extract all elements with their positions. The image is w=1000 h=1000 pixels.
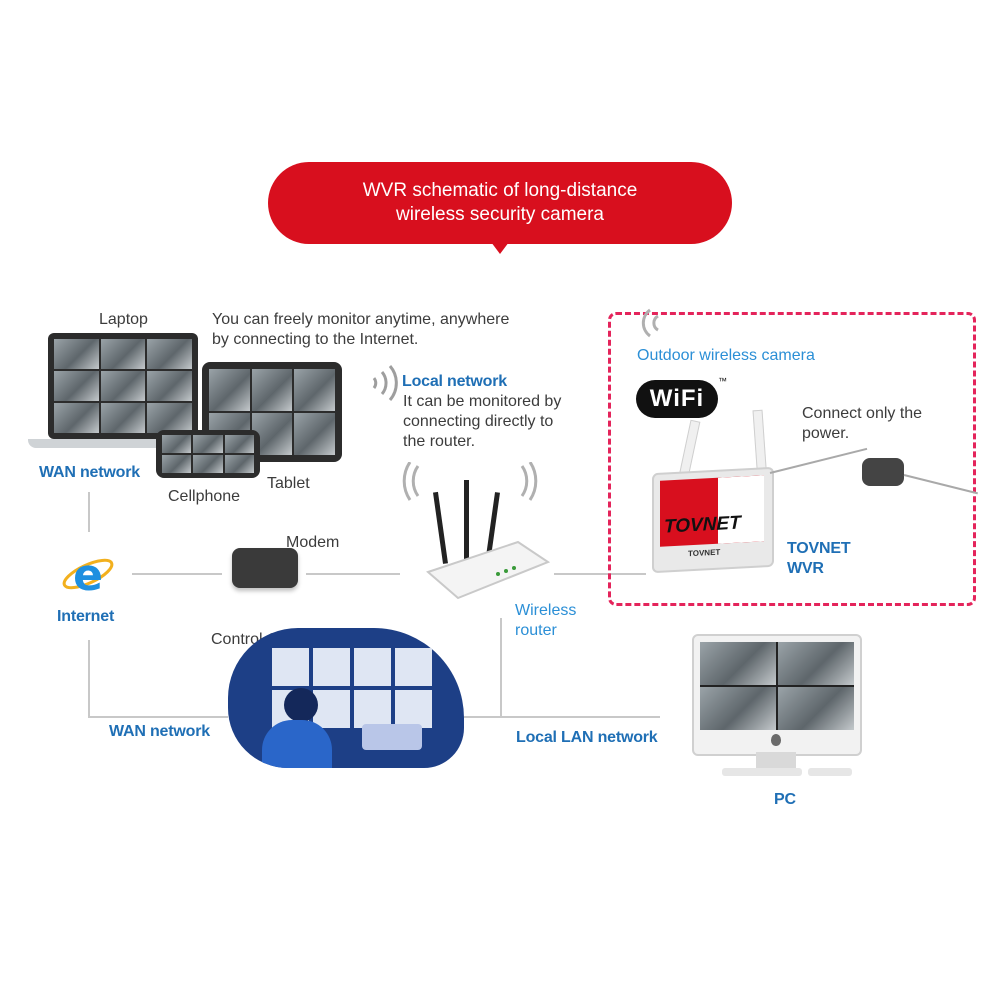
pc-keyboard [722, 768, 802, 776]
connect-power-text: Connect only the power. [802, 405, 923, 442]
apple-logo-icon [771, 734, 781, 746]
modem-label: Modem [286, 534, 340, 551]
laptop-base [28, 439, 218, 448]
wan-network-label-bottom: WAN network [109, 723, 210, 740]
connector-internet-down [88, 640, 90, 718]
connector-modem-router [306, 573, 400, 575]
connector-wan-control [88, 716, 228, 718]
monitor-anywhere-text: You can freely monitor anytime, anywhere… [212, 311, 510, 348]
pc-mouse [808, 768, 852, 776]
wireless-router-label: Wireless router [515, 602, 577, 639]
pc-monitor [692, 634, 862, 756]
pc-label: PC [774, 791, 796, 808]
tovnet-wvr-label: TOVNET WVR [787, 540, 851, 577]
title-line-1: WVR schematic of long-distance [362, 180, 638, 201]
outdoor-camera-group [608, 312, 976, 606]
connector-control-lan [460, 716, 660, 718]
cellphone-device [156, 430, 260, 478]
power-adapter [862, 458, 904, 486]
wvr-device: TOVNET TOVNET [652, 466, 774, 574]
connector-router-wvr [554, 573, 646, 575]
svg-text:e: e [73, 550, 103, 600]
cellphone-label: Cellphone [168, 488, 241, 505]
local-lan-network-label: Local LAN network [516, 729, 658, 746]
internet-label: Internet [57, 608, 115, 625]
wifi-signal-icon [641, 308, 659, 338]
outdoor-camera-label: Outdoor wireless camera [637, 347, 815, 364]
laptop-screen [48, 333, 198, 439]
laptop-label: Laptop [99, 311, 148, 328]
local-network-label: Local network [402, 373, 507, 390]
control-center-illustration [228, 628, 464, 768]
wifi-logo: WiFi ™ [636, 376, 727, 418]
tablet-label: Tablet [267, 475, 310, 492]
modem-device [232, 548, 298, 588]
wan-network-label-top: WAN network [39, 464, 140, 481]
wireless-router-device [402, 462, 551, 600]
pc-stand [756, 752, 796, 772]
internet-explorer-icon: e [62, 550, 114, 600]
connector-router-down [500, 618, 502, 718]
connector-internet-wan-top [88, 492, 90, 532]
title-banner-pointer [491, 242, 509, 254]
title-banner: WVR schematic of long-distance wireless … [268, 162, 732, 244]
local-network-description: It can be monitored by connecting direct… [403, 393, 562, 450]
wifi-signal-icon [372, 365, 398, 401]
connector-internet-modem [132, 573, 222, 575]
title-line-2: wireless security camera [396, 204, 604, 225]
